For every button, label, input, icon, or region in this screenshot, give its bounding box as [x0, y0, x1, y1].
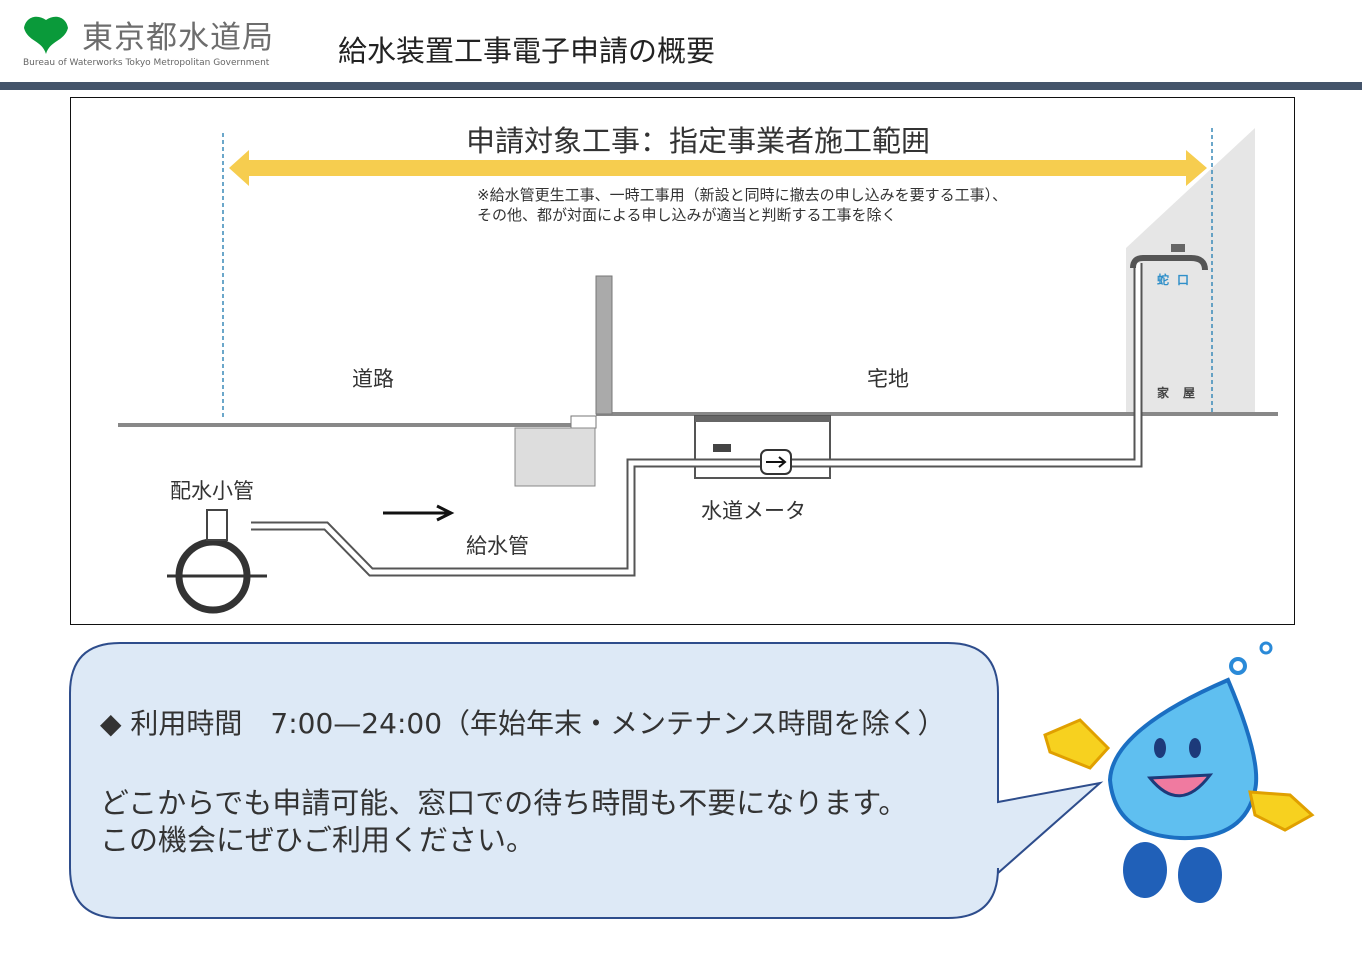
scope-arrow: [229, 150, 1207, 186]
flow-arrow: [383, 504, 455, 522]
house-label: 家屋: [1157, 386, 1210, 400]
stop-valve: [713, 444, 731, 452]
road-label: 道路: [352, 367, 394, 391]
diagram-drawing: [118, 128, 1278, 614]
boundary-wall: [595, 275, 613, 415]
faucet-label: 蛇口: [1157, 273, 1198, 287]
service-pipe-label: 給水管: [466, 534, 529, 558]
construction-scope-diagram: 申請対象工事：指定事業者施工範囲 ※給水管更生工事、一時工事用（新設と同時に撤去…: [70, 97, 1295, 625]
water-drop-mascot: [1043, 641, 1315, 903]
house-shape: [1126, 128, 1255, 414]
logo-subtitle: Bureau of Waterworks Tokyo Metropolitan …: [23, 58, 270, 68]
scope-title: 申請対象工事：指定事業者施工範囲: [466, 124, 931, 158]
ginkgo-logo-icon: [24, 16, 68, 55]
faucet-icon: [1130, 255, 1208, 271]
message-line1: どこからでも申請可能、窓口での待ち時間も不要になります。: [100, 786, 908, 820]
page-title: 給水装置工事電子申請の概要: [338, 34, 716, 68]
logo-text: 東京都水道局: [82, 20, 274, 56]
distribution-pipe-label: 配水小管: [170, 479, 254, 503]
gravel-base: [514, 427, 596, 487]
header-divider: [0, 82, 1362, 90]
service-hours: ◆ 利用時間 7:00—24:00（年始年末・メンテナンス時間を除く）: [100, 707, 946, 740]
water-meter-label: 水道メータ: [701, 499, 806, 523]
message-line2: この機会にぜひご利用ください。: [100, 823, 536, 857]
residential-land-label: 宅地: [867, 367, 909, 391]
scope-note-line1: ※給水管更生工事、一時工事用（新設と同時に撤去の申し込みを要する工事）、: [477, 186, 1008, 204]
scope-note-line2: その他、都が対面による申し込みが適当と判断する工事を除く: [477, 206, 897, 224]
